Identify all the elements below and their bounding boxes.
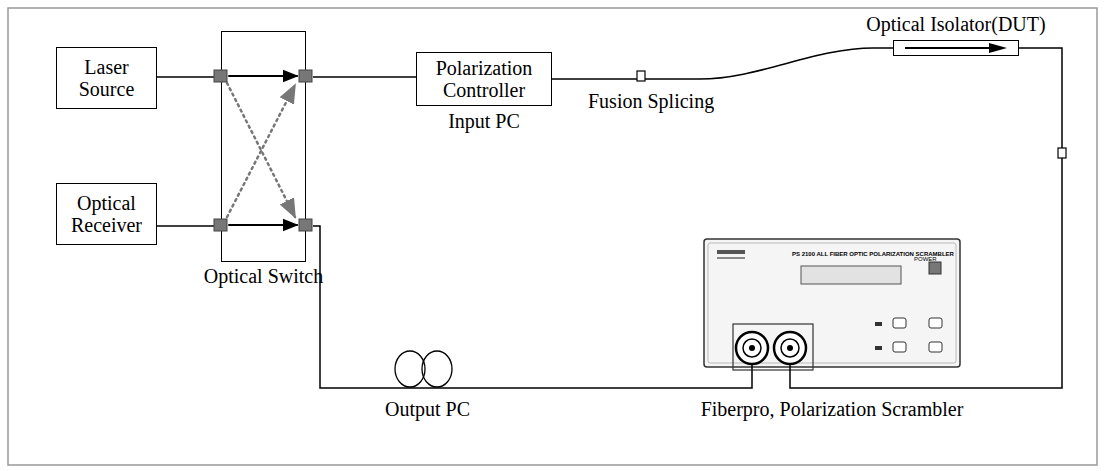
node-caption: Input PC: [448, 110, 520, 132]
isolator-arrow: [893, 40, 1019, 56]
panel-led: [875, 346, 882, 350]
fiber-connector: [736, 332, 768, 364]
splice-label: Fusion Splicing: [588, 90, 714, 112]
panel-led: [875, 322, 882, 326]
panel-body: [704, 239, 960, 367]
switch-port: [299, 219, 312, 231]
fiber-connection: [157, 225, 214, 227]
panel-button: [893, 318, 906, 328]
panel-bezel: [708, 243, 956, 363]
panel-logo: [717, 257, 745, 259]
fiber-loop: [422, 351, 452, 387]
panel-button: [929, 342, 942, 352]
fiber-connector: [774, 332, 806, 364]
splice-mark: [1058, 148, 1066, 158]
fiber-connection: [313, 226, 752, 388]
fiber-connection: [313, 76, 416, 78]
optical-isolator: Optical Isolator(DUT): [893, 40, 1019, 56]
node-label: Optical Receiver: [57, 192, 156, 236]
fiber-connector: [743, 339, 761, 357]
node-caption: Optical Isolator(DUT): [866, 13, 1045, 35]
fiber-loop: [395, 351, 425, 387]
switch-path: [229, 224, 297, 226]
node-label: Laser Source: [57, 56, 156, 100]
switch-port: [299, 70, 312, 82]
panel-label: POWER: [914, 256, 937, 263]
panel-display: [801, 266, 901, 284]
node-label: Polarization Controller: [417, 57, 551, 101]
fiber-stub: [789, 364, 791, 378]
panel-button: [893, 342, 906, 352]
switch-port: [214, 70, 227, 82]
splice-mark: [637, 71, 645, 81]
isolator-arrowhead: [989, 43, 1007, 53]
switch-path: [229, 75, 297, 77]
process-box: Laser Source: [56, 47, 157, 109]
switch-paths: [221, 31, 306, 262]
process-box: Polarization ControllerInput PC: [416, 52, 552, 106]
fiber-connection: [552, 48, 893, 79]
node-caption: Fiberpro, Polarization Scrambler: [701, 398, 964, 420]
fiber-connection: [157, 76, 214, 78]
process-box: Optical Receiver: [56, 183, 157, 245]
node-caption: Optical Switch: [204, 265, 323, 287]
fiber-stub: [751, 364, 753, 378]
fiber-connector: [749, 345, 755, 351]
power-switch: [929, 262, 941, 274]
panel-logo: [717, 250, 745, 254]
isolator-arrow: [905, 47, 993, 49]
panel-button: [929, 318, 942, 328]
component-label: Output PC: [385, 398, 470, 420]
optical-switch: Optical Switch: [221, 31, 306, 262]
fiber-connector: [787, 345, 793, 351]
switch-port: [214, 219, 227, 231]
connector-plate: [733, 324, 813, 370]
fiber-connector: [781, 339, 799, 357]
outer-frame: [8, 8, 1097, 465]
cross-path: [227, 83, 295, 217]
